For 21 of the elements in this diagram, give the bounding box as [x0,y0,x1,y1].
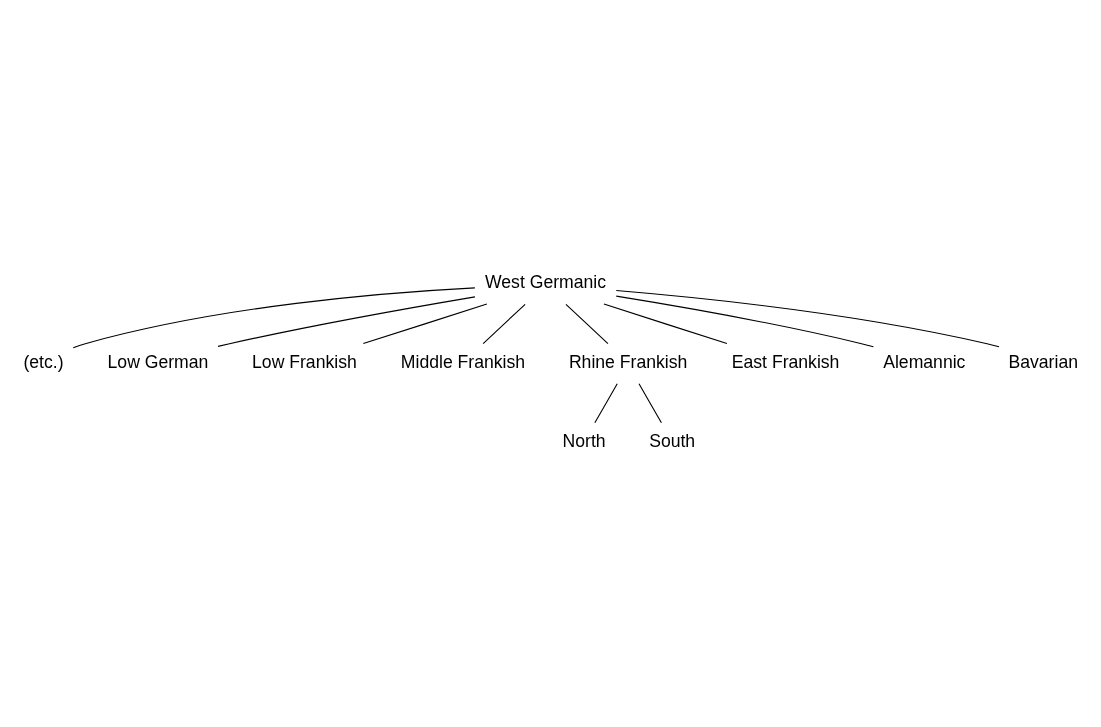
connector [615,295,874,348]
node-text: Rhine Frankish [568,351,688,372]
node-text: Alemannic [883,351,966,372]
connector [603,303,728,345]
node-text: Low German [107,351,209,372]
node-text: (etc.) [23,351,64,372]
connector [72,287,476,349]
node-text: East Frankish [731,351,840,372]
connector [615,289,1000,348]
connector [362,303,488,345]
node-text: South [649,430,696,451]
node-text: North [562,430,606,451]
node-text: Middle Frankish [400,351,526,372]
node-text: Bavarian [1008,351,1078,372]
node-text: West Germanic [485,272,607,293]
connector [482,303,526,345]
connector [217,296,476,347]
node-text: Low Frankish [252,351,357,372]
connector [565,303,609,345]
connector [638,383,662,424]
connector [594,383,618,424]
